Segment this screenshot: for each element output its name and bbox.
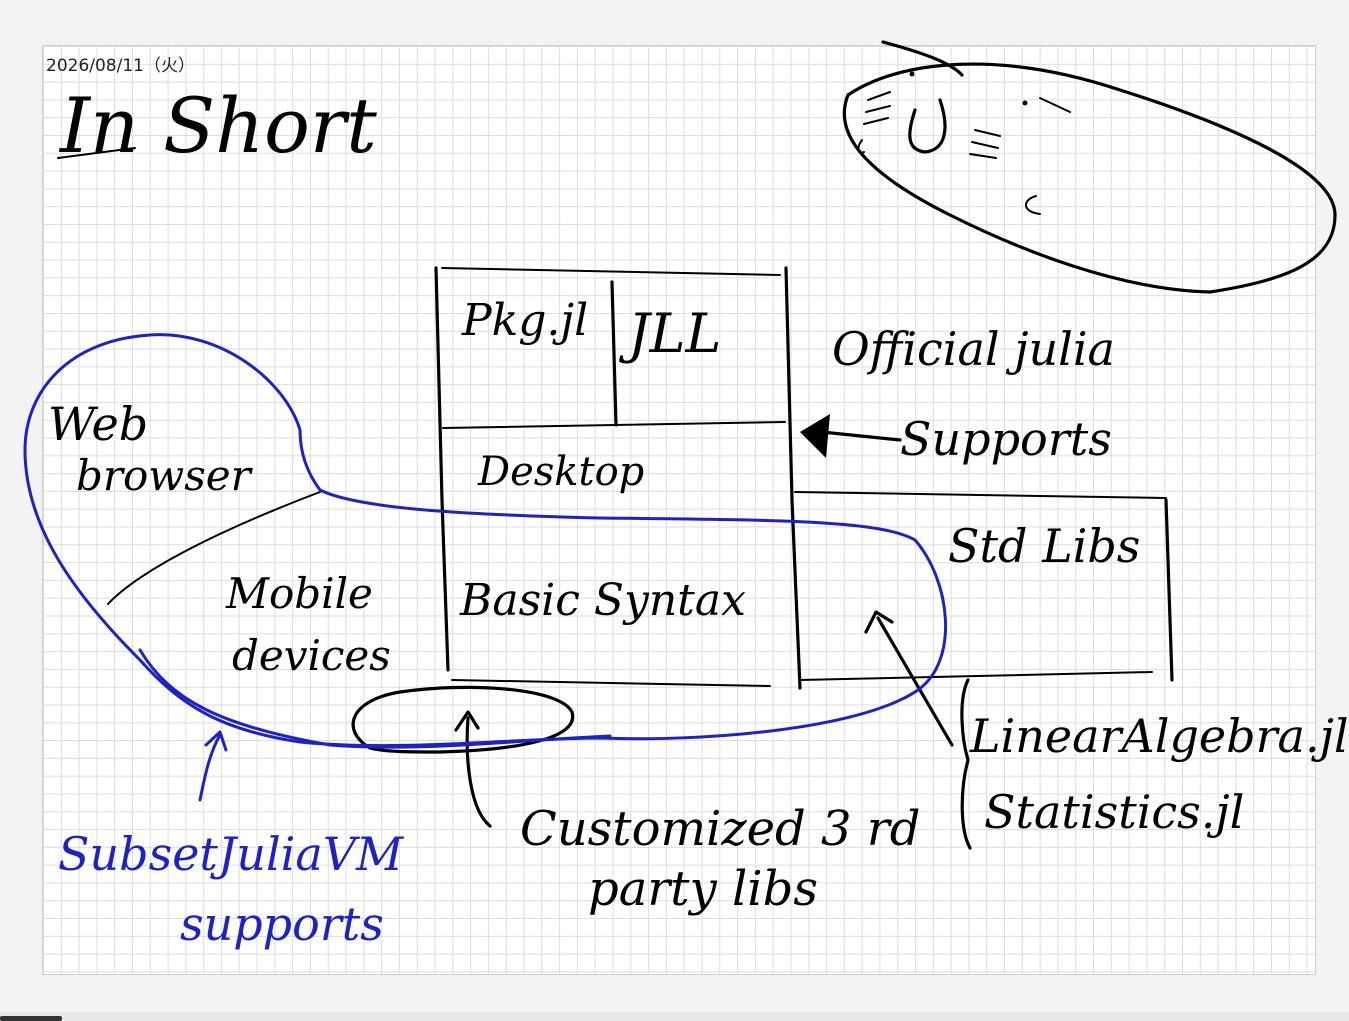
page-title: In Short [58, 81, 377, 170]
supports-label: Supports [900, 412, 1112, 466]
subset-boundary-trace [138, 648, 612, 749]
official-julia-label: Official julia [832, 322, 1115, 376]
stdlib-arrow [876, 616, 954, 747]
basic-syntax-label: Basic Syntax [459, 575, 746, 626]
party-libs-label: party libs [588, 861, 818, 917]
subset-boundary [23, 333, 947, 748]
official-stack-box [434, 266, 802, 690]
web-label: Web [48, 397, 148, 451]
third-party-arrowhead [454, 710, 480, 732]
jll-label: JLL [618, 302, 721, 365]
stdlib-arrowhead [864, 610, 894, 634]
linear-algebra-label: LinearAlgebra.jl [969, 709, 1349, 763]
devices-label: devices [232, 631, 391, 680]
scroll-handle[interactable] [0, 1016, 62, 1021]
subset-arrow [198, 733, 222, 802]
doodle-face [842, 40, 1337, 294]
third-party-ellipse [351, 685, 575, 754]
title-underline-stroke [57, 147, 136, 159]
subset-supports-label: supports [180, 897, 384, 951]
official-arrowhead [800, 414, 830, 458]
mobile-divider [107, 491, 321, 605]
third-party-arrow [465, 716, 492, 828]
browser-label: browser [76, 451, 254, 500]
customized-label: Customized 3 rd [520, 801, 920, 857]
stdlibs-label: Std Libs [948, 519, 1140, 573]
stdlibs-box [794, 491, 1174, 682]
statistics-label: Statistics.jl [984, 785, 1244, 839]
bottom-scroll-track [0, 1012, 1349, 1021]
stdlib-bracket [960, 678, 972, 850]
official-arrow [820, 430, 902, 442]
subset-label: SubsetJuliaVM [58, 827, 405, 881]
date-stamp: 2026/08/11（火） [46, 56, 195, 76]
grid-paper[interactable] [42, 45, 1316, 975]
mobile-label: Mobile [225, 569, 373, 618]
pkg-jl-label: Pkg.jl [461, 295, 588, 346]
desktop-label: Desktop [477, 449, 644, 495]
subset-arrowhead [204, 730, 228, 752]
